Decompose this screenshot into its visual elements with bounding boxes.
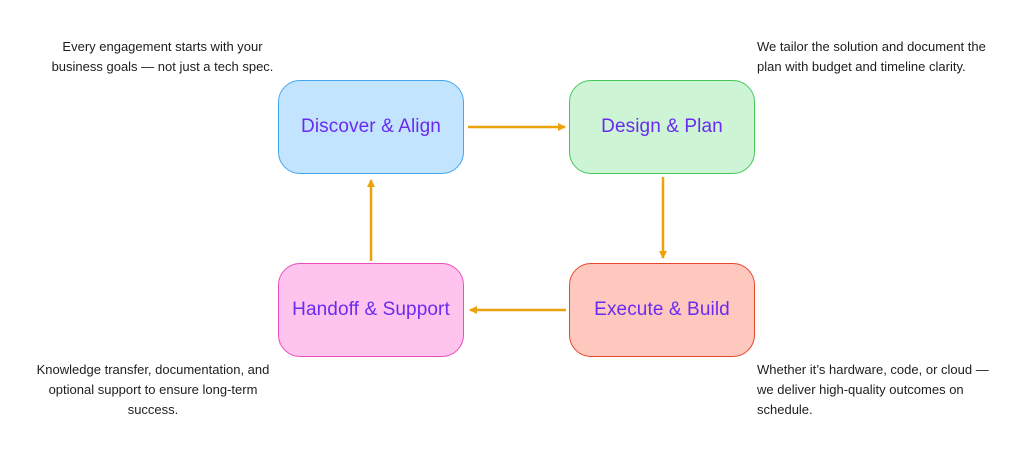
handoff-support-label: Handoff & Support [292, 299, 450, 320]
design-plan-node: Design & Plan [569, 80, 755, 174]
discover-align-label: Discover & Align [301, 116, 441, 137]
design-plan-label: Design & Plan [601, 116, 723, 137]
execute-build-node: Execute & Build [569, 263, 755, 357]
discover-description: Every engagement starts with your busine… [51, 39, 274, 74]
execute-description: Whether it’s hardware, code, or cloud — … [757, 362, 989, 417]
handoff-support-node: Handoff & Support [278, 263, 464, 357]
design-description: We tailor the solution and document the … [757, 39, 986, 74]
handoff-description: Knowledge transfer, documentation, and o… [36, 362, 270, 417]
discover-align-node: Discover & Align [278, 80, 464, 174]
execute-build-label: Execute & Build [594, 299, 730, 320]
